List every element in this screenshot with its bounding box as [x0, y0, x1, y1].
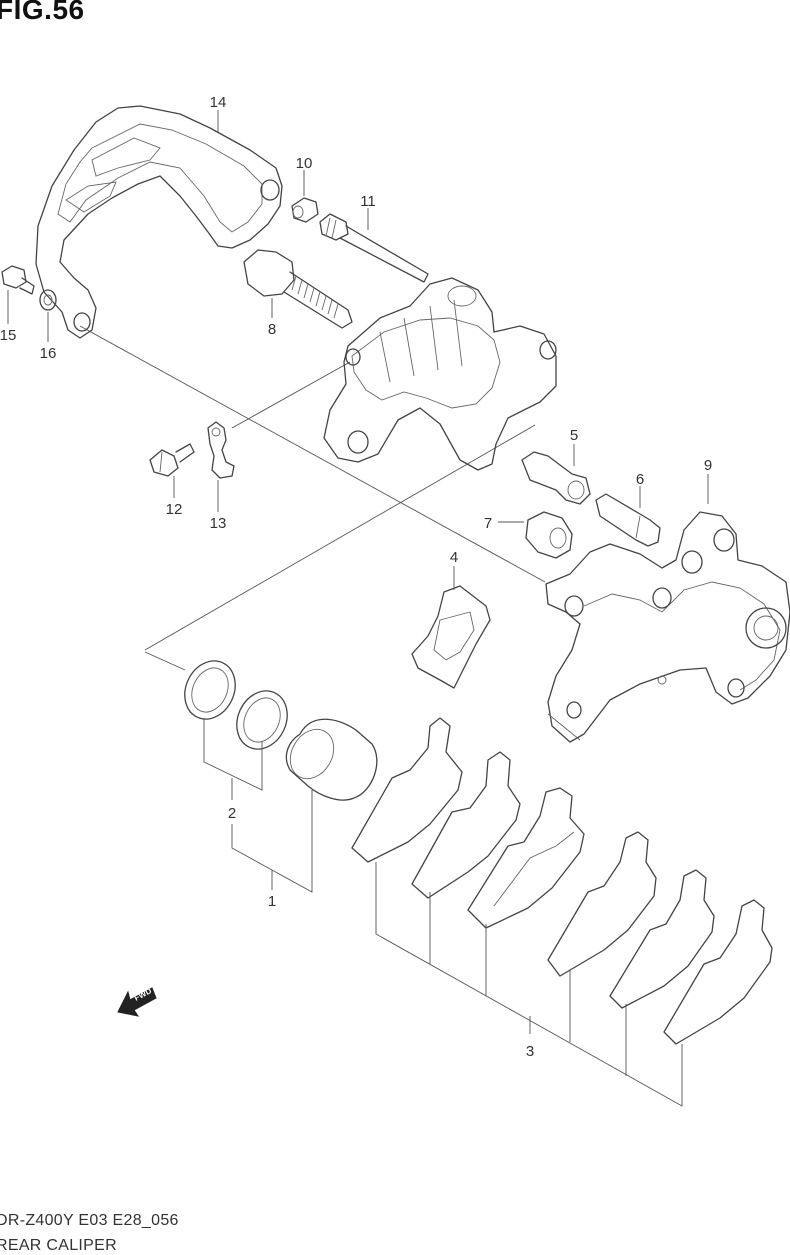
callout-8: 8 [268, 321, 276, 338]
pin-bolt-part [595, 493, 661, 547]
callout-12: 12 [166, 501, 183, 518]
callout-2: 2 [228, 805, 236, 822]
leader-lines [7, 110, 709, 1107]
forward-arrow-icon: FWD [117, 986, 157, 1017]
bracket-bolt-part [521, 451, 591, 505]
piston-seals [184, 660, 288, 750]
caliper-bracket [545, 511, 790, 743]
callout-6: 6 [636, 471, 644, 488]
caliper-body [323, 277, 557, 471]
brake-pads [351, 717, 773, 1045]
bleeder-cap-part [207, 421, 235, 479]
callout-13: 13 [210, 515, 227, 532]
callout-4: 4 [450, 549, 458, 566]
callout-16: 16 [40, 345, 57, 362]
bleeder-part [149, 443, 195, 477]
washer-part [39, 289, 57, 311]
pin-part [319, 213, 429, 283]
footer-diagram-name: REAR CALIPER [0, 1237, 117, 1254]
callout-11: 11 [360, 193, 376, 210]
figure-title: FIG.56 [0, 0, 85, 25]
footer-diagram-code: DR-Z400Y E03 E28_056 [0, 1212, 179, 1229]
callout-1: 1 [268, 893, 276, 910]
pad-spring-part [411, 585, 491, 689]
callout-14: 14 [210, 94, 227, 111]
callout-15: 15 [0, 327, 16, 344]
pin-boot-part [525, 511, 573, 559]
caliper-guard [35, 105, 283, 339]
caliper-piston [285, 718, 378, 801]
callout-10: 10 [296, 155, 313, 172]
guide-lines [79, 325, 546, 671]
callout-numbers: 1 2 3 4 5 6 7 8 9 10 11 12 13 14 15 16 [0, 94, 712, 1060]
callout-3: 3 [526, 1043, 534, 1060]
callout-7: 7 [484, 515, 492, 532]
sleeve-part [291, 197, 319, 223]
small-bolt-part [1, 265, 35, 295]
callout-9: 9 [704, 457, 712, 474]
bolt-part [243, 249, 353, 329]
callout-5: 5 [570, 427, 578, 444]
